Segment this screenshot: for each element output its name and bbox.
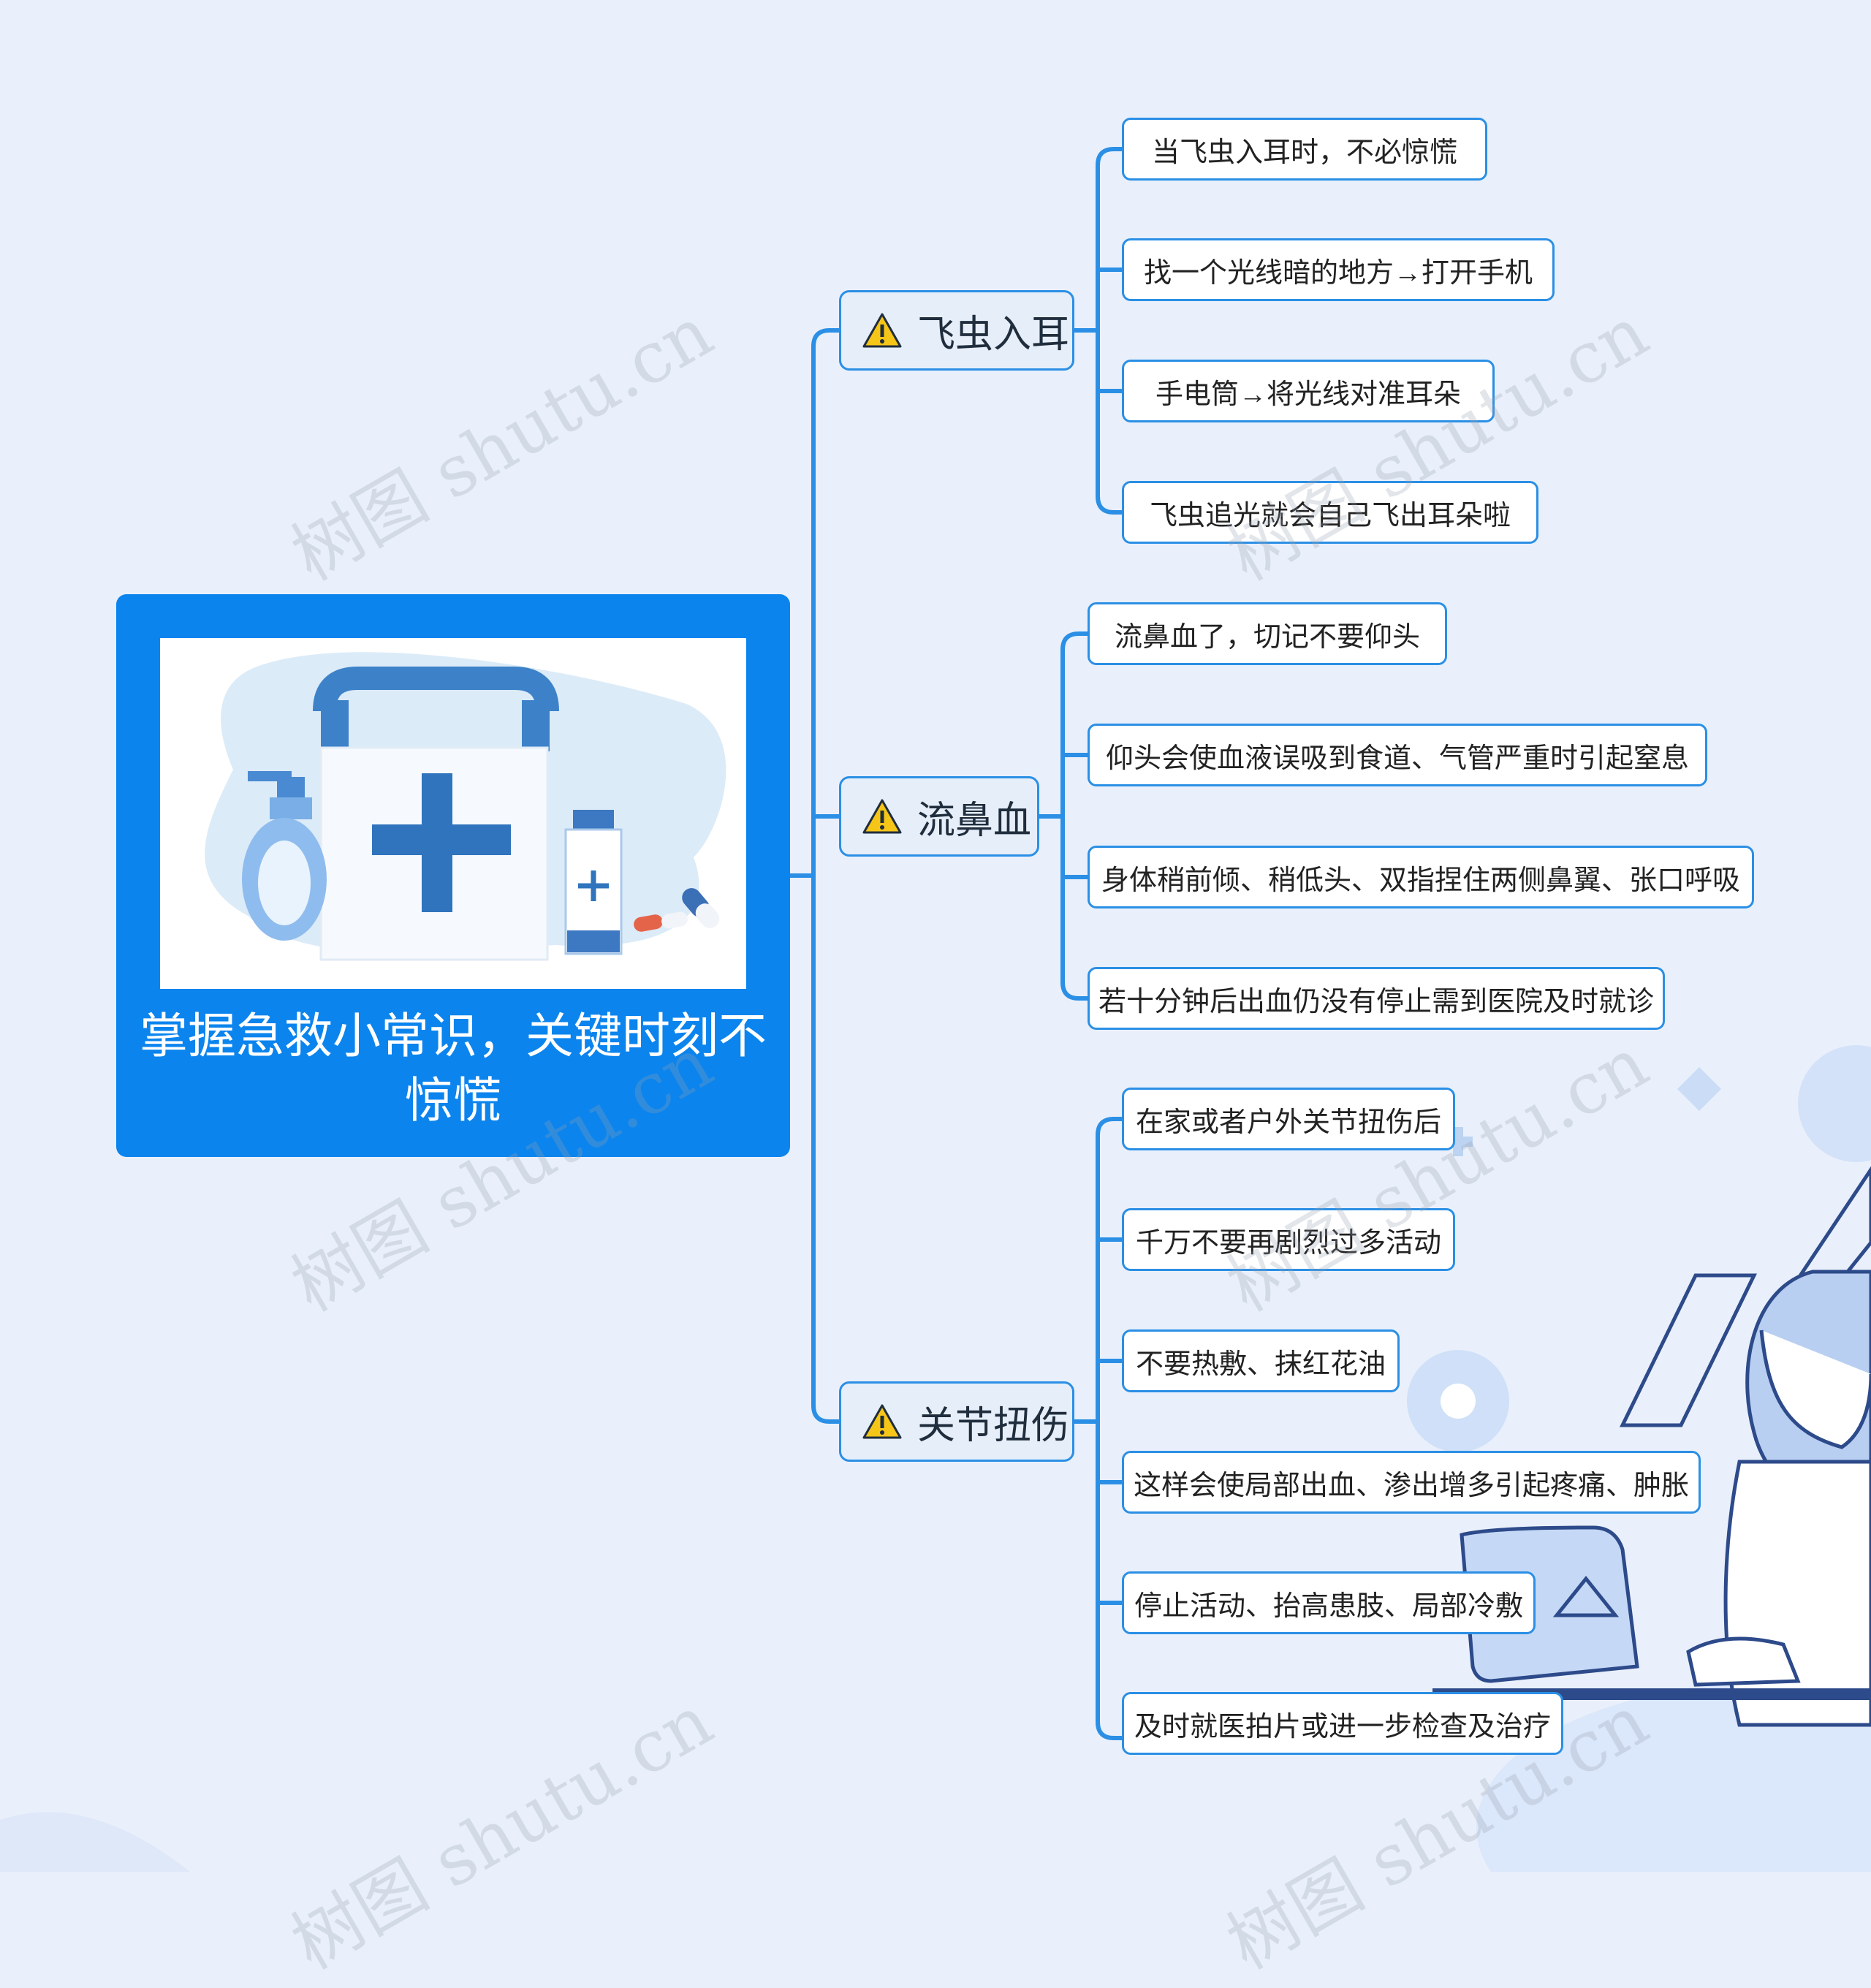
connector-lines [788, 147, 1124, 1740]
leaf-node[interactable]: 当飞虫入耳时，不必惊慌 [1122, 118, 1487, 181]
leaf-node[interactable]: 身体稍前倾、稍低头、双指捏住两侧鼻翼、张口呼吸 [1088, 846, 1754, 908]
background-wave-decoration [0, 1812, 190, 1872]
leaf-node[interactable]: 这样会使局部出血、渗出增多引起疼痛、肿胀 [1122, 1451, 1701, 1514]
branch-nosebleed[interactable]: 流鼻血 [839, 776, 1039, 857]
leaf-node[interactable]: 手电筒→将光线对准耳朵 [1122, 360, 1495, 422]
branch-label: 关节扭伤 [917, 1404, 1070, 1447]
leaf-node[interactable]: 不要热敷、抹红花油 [1122, 1329, 1400, 1392]
leaf-node[interactable]: 千万不要再剧烈过多活动 [1122, 1208, 1455, 1271]
branch-insect-in-ear[interactable]: 飞虫入耳 [839, 290, 1074, 371]
mind-map-canvas: 掌握急救小常识，关键时刻不惊慌 飞虫入耳 当飞虫入耳时，不必惊慌 找一个光线暗的… [0, 118, 1871, 1986]
root-node[interactable]: 掌握急救小常识，关键时刻不惊慌 [116, 594, 790, 1157]
leaf-node[interactable]: 停止活动、抬高患肢、局部冷敷 [1122, 1571, 1536, 1634]
leaf-node[interactable]: 在家或者户外关节扭伤后 [1122, 1088, 1455, 1150]
branch-label: 飞虫入耳 [917, 313, 1070, 356]
first-aid-kit-image [160, 638, 746, 989]
leaf-node[interactable]: 找一个光线暗的地方→打开手机 [1122, 238, 1555, 301]
leaf-node[interactable]: 流鼻血了，切记不要仰头 [1088, 602, 1447, 665]
leaf-node[interactable]: 飞虫追光就会自己飞出耳朵啦 [1122, 481, 1538, 544]
leaf-node[interactable]: 若十分钟后出血仍没有停止需到医院及时就诊 [1088, 967, 1665, 1030]
branch-label: 流鼻血 [917, 799, 1032, 842]
woman-with-laptop-illustration [1407, 1045, 1871, 1872]
warning-icon [862, 1404, 902, 1439]
branch-joint-sprain[interactable]: 关节扭伤 [839, 1381, 1074, 1462]
warning-icon [862, 313, 902, 348]
leaf-node[interactable]: 及时就医拍片或进一步检查及治疗 [1122, 1692, 1563, 1755]
root-title: 掌握急救小常识，关键时刻不惊慌 [140, 1009, 767, 1127]
warning-icon [862, 799, 902, 834]
leaf-node[interactable]: 仰头会使血液误吸到食道、气管严重时引起窒息 [1088, 724, 1707, 786]
